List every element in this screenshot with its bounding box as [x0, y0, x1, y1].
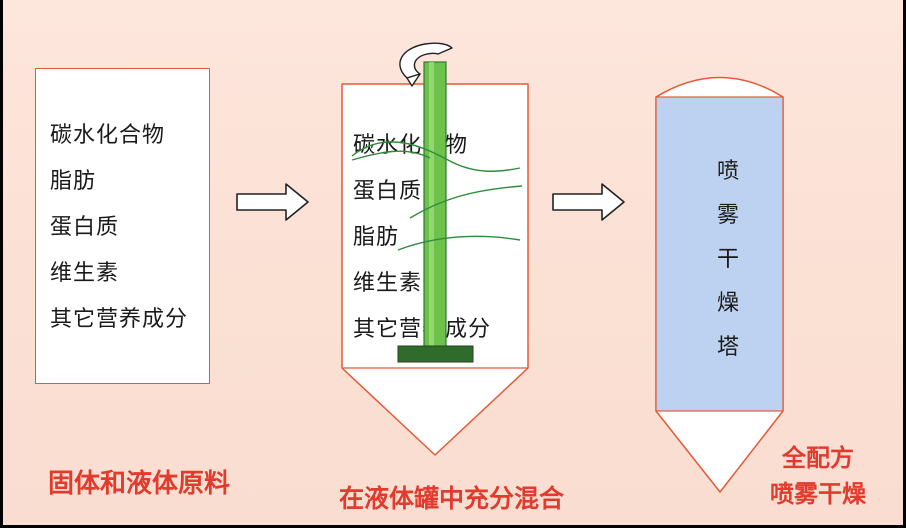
agitator-impeller	[397, 345, 474, 363]
arrow-right-icon	[552, 183, 625, 221]
mixing-tank-list: 碳水化合物 蛋白质 脂肪 维生素 其它营养成分	[353, 123, 491, 353]
spray-drying-caption: 全配方 喷雾干燥	[758, 440, 878, 512]
mixing-caption: 在液体罐中充分混合	[339, 484, 565, 513]
mixing-waves	[351, 141, 523, 251]
spray-caption-line2: 喷雾干燥	[770, 480, 866, 508]
tower-label-char: 喷	[716, 159, 739, 184]
tower-label-char: 干	[716, 247, 739, 272]
agitator-shaft	[423, 61, 447, 351]
tower-label-char: 塔	[716, 335, 739, 360]
raw-materials-list: 碳水化合物 脂肪 蛋白质 维生素 其它营养成分	[50, 113, 188, 343]
mixed-item: 蛋白质	[353, 179, 423, 204]
mixed-item: 脂肪	[353, 225, 400, 250]
tower-label: 喷 雾 干 燥 塔	[708, 150, 748, 370]
mixed-item: 维生素	[353, 271, 423, 296]
raw-materials-caption: 固体和液体原料	[48, 469, 231, 499]
raw-material-item: 脂肪	[50, 169, 97, 194]
mixed-item: 其它营养成分	[353, 317, 492, 342]
raw-material-item: 碳水化合物	[50, 123, 166, 148]
tower-label-char: 燥	[716, 291, 739, 316]
spray-caption-line1: 全配方	[782, 444, 854, 472]
frame-edge	[0, 525, 906, 528]
raw-materials-box	[35, 68, 210, 384]
tower-label-char: 雾	[716, 203, 739, 228]
raw-material-item: 蛋白质	[50, 215, 120, 240]
rotation-arrow-icon	[399, 42, 453, 87]
raw-material-item: 维生素	[50, 261, 120, 286]
raw-material-item: 其它营养成分	[50, 307, 189, 332]
arrow-right-icon	[236, 183, 309, 221]
spray-drying-tower	[655, 76, 784, 493]
